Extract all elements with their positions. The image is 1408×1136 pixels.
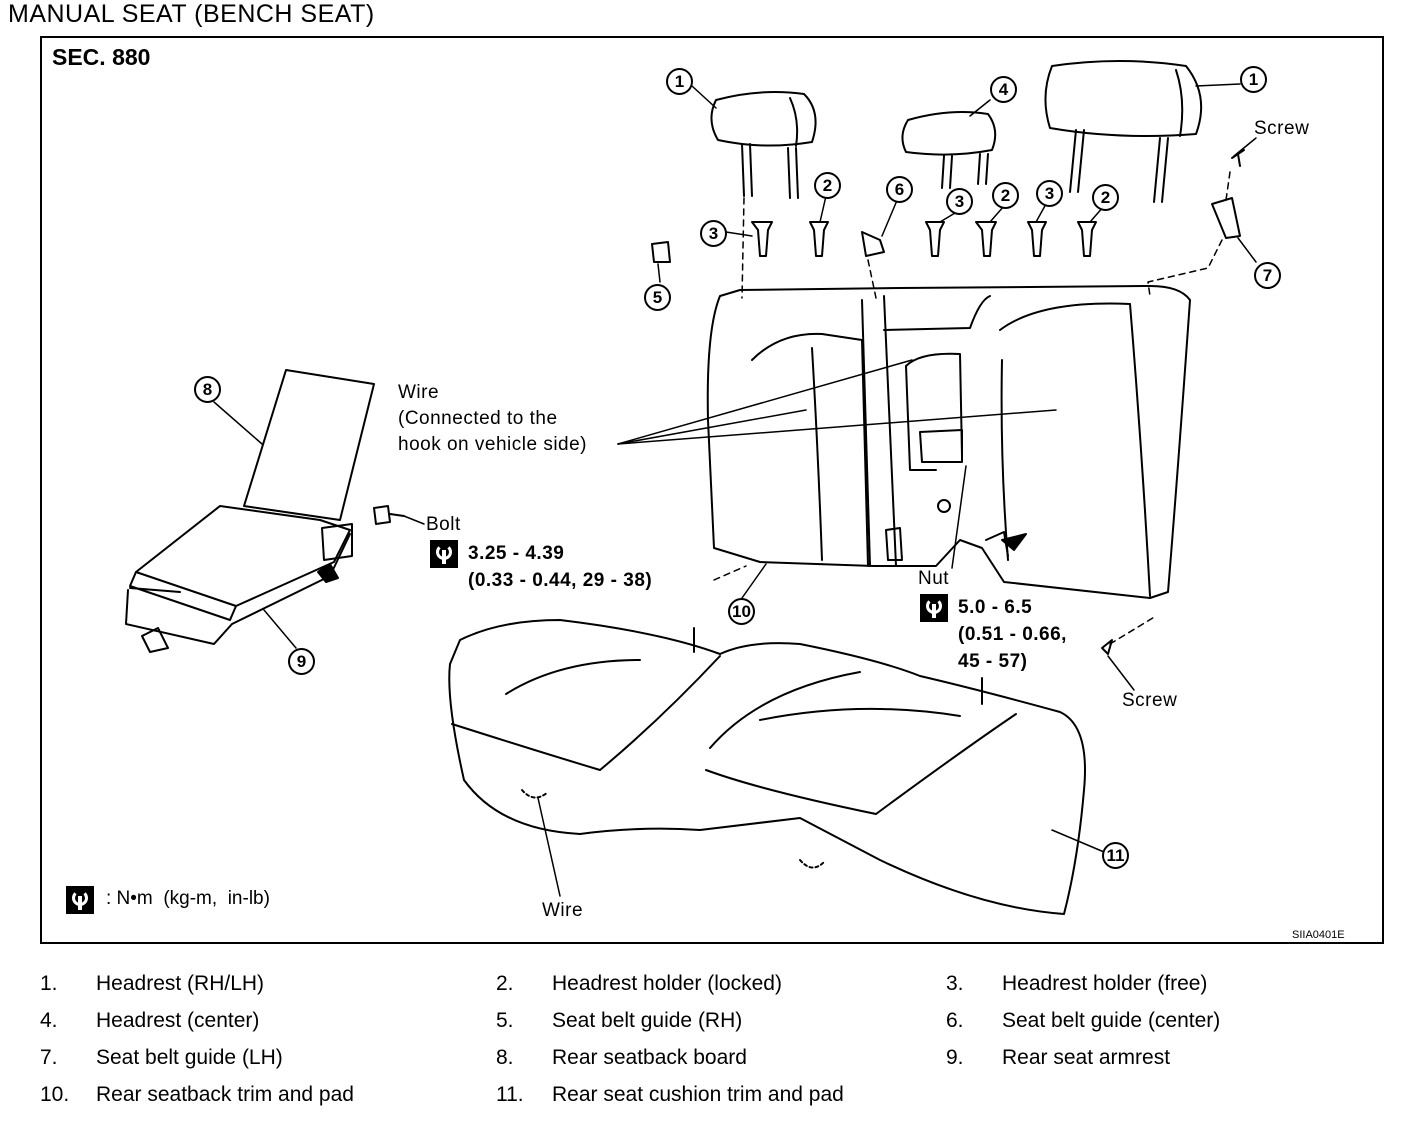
figure-id: SIIA0401E [1292,929,1345,941]
assembly-guide-lines [713,171,1231,645]
callout-2: 2 [992,182,1019,209]
headrest-left-drawing [710,91,817,199]
part-name: Seat belt guide (RH) [552,1009,743,1032]
part-name: Headrest (RH/LH) [96,972,265,995]
part-name: Headrest holder (free) [1002,972,1208,995]
part-number: 4. [40,1009,58,1032]
bolt-label: Bolt [426,514,461,535]
callout-2: 2 [1092,184,1119,211]
part-name: Headrest holder (locked) [552,972,782,995]
headrest-holders-drawing [751,221,1097,257]
callout-6: 6 [886,176,913,203]
wire-label-bottom: Wire [542,900,584,921]
callout-3: 3 [946,188,973,215]
callout-8: 8 [194,376,221,403]
bolt-torque-spec: 3.25 - 4.39 (0.33 - 0.44, 29 - 38) [468,543,653,591]
section-label: SEC. 880 [52,44,151,70]
callout-7: 7 [1254,262,1281,289]
part-number: 9. [946,1046,964,1069]
part-number: 7. [40,1046,58,1069]
callout-9: 9 [288,648,315,675]
part-name: Rear seatback board [552,1046,747,1069]
screw-label-top: Screw [1254,118,1310,139]
part-number: 11. [496,1083,524,1106]
headrest-center-drawing [901,111,997,189]
callout-2: 2 [814,172,841,199]
part-name: Rear seat armrest [1002,1046,1171,1069]
callout-10: 10 [728,598,755,625]
leader-lines [213,83,1257,897]
fasteners-drawing [373,499,1113,655]
torque-wrench-icon [66,886,94,914]
wire-label-top: Wire (Connected to the hook on vehicle s… [398,382,587,455]
seat-cushion-drawing [448,619,1086,915]
nut-torque-spec: 5.0 - 6.5 (0.51 - 0.66, 45 - 57) [958,597,1067,672]
part-name: Seat belt guide (center) [1002,1009,1221,1032]
part-name: Rear seat cushion trim and pad [552,1083,844,1106]
torque-units-legend: : N•m (kg-m, in-lb) [106,888,270,909]
torque-wrench-icon [430,540,458,568]
seatback-board-drawing [243,369,375,521]
part-name: Headrest (center) [96,1009,260,1032]
callout-11: 11 [1102,842,1129,869]
seatback-drawing [706,285,1191,599]
callout-1: 1 [1240,66,1267,93]
screw-label-bottom: Screw [1122,690,1178,711]
part-number: 3. [946,972,964,995]
part-number: 1. [40,972,58,995]
headrest-right-drawing [1044,60,1203,203]
callout-1: 1 [666,68,693,95]
diagram-frame [40,36,1384,944]
armrest-drawing [125,505,353,653]
nut-label: Nut [918,568,950,589]
torque-wrench-icon [920,594,948,622]
callout-3: 3 [700,220,727,247]
callout-3: 3 [1036,180,1063,207]
seat-belt-guides-drawing [651,149,1245,263]
part-number: 5. [496,1009,514,1032]
callout-4: 4 [990,76,1017,103]
part-number: 6. [946,1009,964,1032]
part-number: 10. [40,1083,70,1106]
page-title: MANUAL SEAT (BENCH SEAT) [8,0,375,28]
part-number: 2. [496,972,514,995]
part-name: Rear seatback trim and pad [96,1083,354,1106]
callout-5: 5 [644,284,671,311]
part-number: 8. [496,1046,514,1069]
part-name: Seat belt guide (LH) [96,1046,283,1069]
